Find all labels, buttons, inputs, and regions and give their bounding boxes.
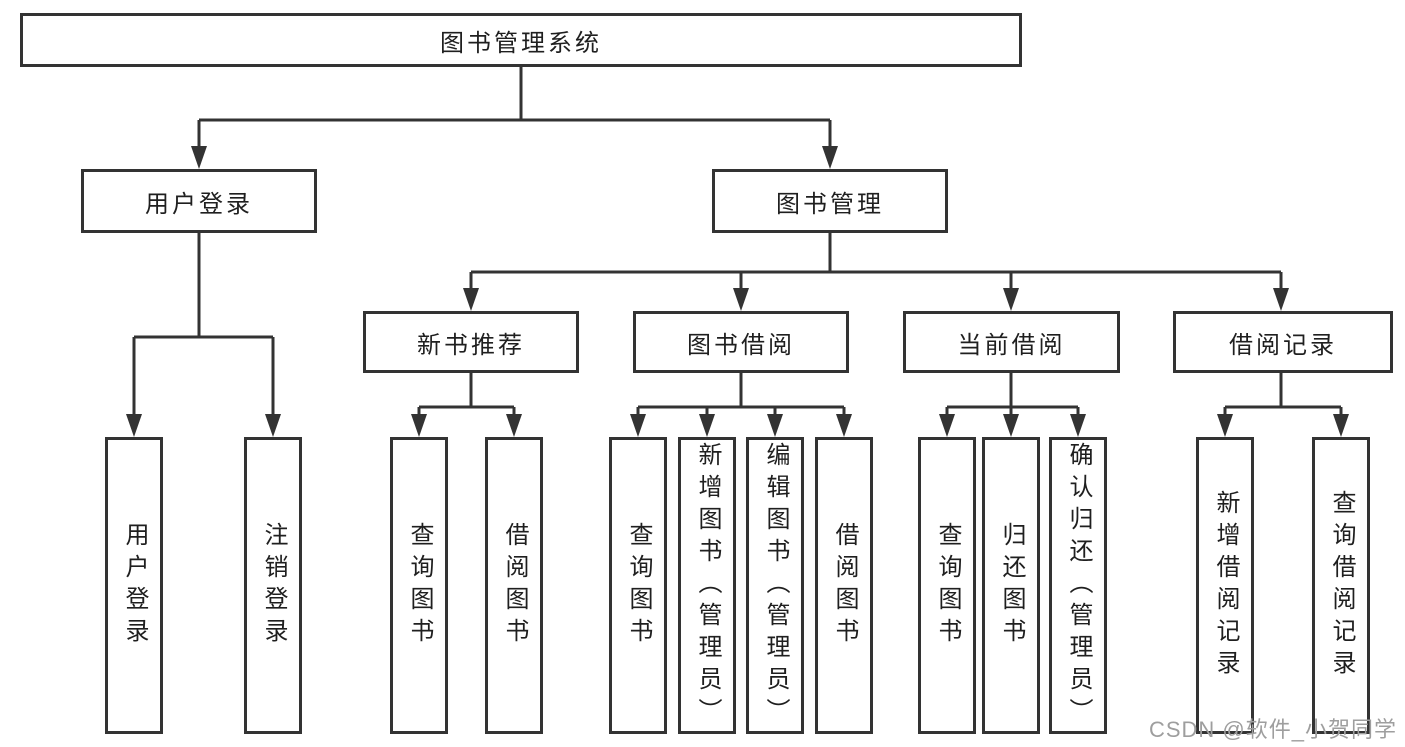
node-label: 查询借阅记录 (1328, 489, 1355, 682)
node-label: 当前借阅 (957, 331, 1066, 359)
leaf-add-borrow-record: 新增借阅记录 (1196, 437, 1254, 734)
connector-book-management-children (469, 233, 1283, 292)
node-label: 查询图书 (406, 521, 433, 650)
leaf-return-books: 归还图书 (982, 437, 1040, 734)
leaf-add-books-admin: 新增图书（管理员） (678, 437, 736, 734)
node-borrow-records: 借阅记录 (1173, 311, 1393, 373)
connector-book-borrow-children (636, 373, 846, 418)
connector-user-login-children (132, 232, 275, 418)
leaf-query-books-borrow: 查询图书 (609, 437, 667, 734)
node-label: 新书推荐 (417, 331, 525, 359)
leaf-logout: 注销登录 (244, 437, 302, 734)
leaf-query-borrow-record: 查询借阅记录 (1312, 437, 1370, 734)
leaf-borrow-books-recommend: 借阅图书 (485, 437, 543, 734)
leaf-edit-books-admin: 编辑图书（管理员） (746, 437, 804, 734)
node-label: 注销登录 (260, 521, 287, 650)
leaf-borrow-books: 借阅图书 (815, 437, 873, 734)
node-new-book-recommend: 新书推荐 (363, 311, 579, 373)
node-book-management: 图书管理 (712, 169, 948, 233)
leaf-user-login: 用户登录 (105, 437, 163, 734)
arrowheads (126, 146, 1349, 437)
node-library-management-system: 图书管理系统 (20, 13, 1022, 67)
node-label: 借阅记录 (1229, 331, 1337, 359)
node-label: 编辑图书（管理员） (762, 441, 789, 730)
node-label: 确认归还（管理员） (1065, 441, 1092, 730)
connector-current-borrow-children (945, 373, 1080, 418)
leaf-query-books-current: 查询图书 (918, 437, 976, 734)
node-label: 新增借阅记录 (1212, 489, 1239, 682)
node-label: 归还图书 (998, 521, 1025, 650)
node-label: 用户登录 (145, 190, 253, 218)
node-user-login-group: 用户登录 (81, 169, 317, 233)
node-label: 借阅图书 (831, 521, 858, 650)
node-book-borrow: 图书借阅 (633, 311, 849, 373)
node-label: 用户登录 (121, 521, 148, 650)
node-current-borrow: 当前借阅 (903, 311, 1120, 373)
connector-borrow-records-children (1223, 373, 1343, 418)
node-label: 图书管理系统 (440, 29, 602, 57)
node-label: 借阅图书 (501, 521, 528, 650)
node-label: 查询图书 (934, 521, 961, 650)
node-label: 新增图书（管理员） (694, 441, 721, 730)
csdn-watermark: CSDN @软件_小贺同学 (1148, 717, 1397, 742)
leaf-query-books-recommend: 查询图书 (390, 437, 448, 734)
node-label: 图书借阅 (687, 331, 795, 359)
connector-root-to-level2 (199, 67, 830, 122)
node-label: 图书管理 (776, 190, 884, 218)
leaf-confirm-return-admin: 确认归还（管理员） (1049, 437, 1107, 734)
connector-new-book-children (417, 373, 516, 418)
node-label: 查询图书 (625, 521, 652, 650)
